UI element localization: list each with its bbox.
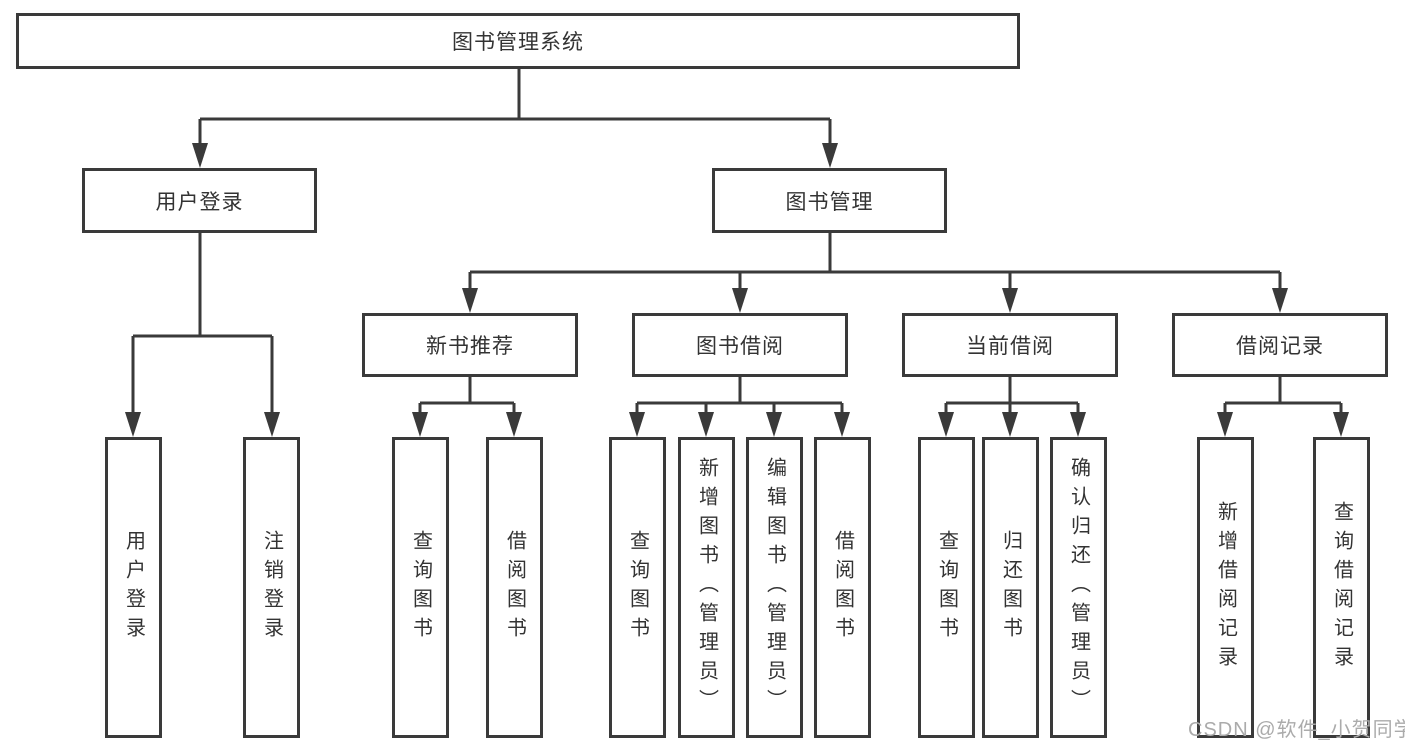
csdn-watermark: CSDN @软件_小贺同学	[1188, 719, 1405, 741]
node-new-book-recommend: 新书推荐	[362, 313, 578, 377]
leaf-add-borrow-record: 新增借阅记录	[1197, 437, 1254, 738]
leaf-borrow-books: 借阅图书	[814, 437, 871, 738]
node-label: 借阅图书	[831, 529, 854, 646]
node-label: 借阅记录	[1236, 335, 1324, 358]
node-label: 借阅图书	[503, 529, 526, 646]
leaf-add-books-admin: 新增图书（管理员）	[678, 437, 735, 738]
leaf-edit-books-admin: 编辑图书（管理员）	[746, 437, 803, 738]
node-label: 查询图书	[935, 529, 958, 646]
node-label: 查询借阅记录	[1330, 500, 1353, 675]
leaf-query-books-current: 查询图书	[918, 437, 975, 738]
leaf-user-login: 用户登录	[105, 437, 162, 738]
node-current-borrow: 当前借阅	[902, 313, 1118, 377]
node-label: 图书借阅	[696, 335, 784, 358]
node-borrow-records: 借阅记录	[1172, 313, 1388, 377]
leaf-query-books-recommend: 查询图书	[392, 437, 449, 738]
node-label: 新增图书（管理员）	[695, 457, 718, 718]
arrowhead-icons	[125, 143, 1349, 437]
node-label: 确认归还（管理员）	[1067, 457, 1090, 718]
leaf-confirm-return-admin: 确认归还（管理员）	[1050, 437, 1107, 738]
node-label: 查询图书	[626, 529, 649, 646]
leaf-query-borrow-record: 查询借阅记录	[1313, 437, 1370, 738]
node-label: 新书推荐	[426, 335, 514, 358]
node-label: 当前借阅	[966, 335, 1054, 358]
node-label: 图书管理	[785, 190, 874, 214]
node-label: 查询图书	[409, 529, 432, 646]
leaf-logout: 注销登录	[243, 437, 300, 738]
node-user-login: 用户登录	[82, 168, 317, 233]
node-label: 新增借阅记录	[1214, 500, 1237, 675]
node-label: 用户登录	[122, 529, 145, 646]
leaf-query-books-borrow: 查询图书	[609, 437, 666, 738]
node-label: 图书管理系统	[452, 31, 584, 54]
node-label: 用户登录	[155, 190, 244, 214]
node-book-borrow: 图书借阅	[632, 313, 848, 377]
node-book-management: 图书管理	[712, 168, 947, 233]
node-label: 归还图书	[999, 529, 1022, 646]
leaf-borrow-books-recommend: 借阅图书	[486, 437, 543, 738]
node-label: 注销登录	[260, 529, 283, 646]
node-label: 编辑图书（管理员）	[763, 457, 786, 718]
leaf-return-books: 归还图书	[982, 437, 1039, 738]
node-root-system: 图书管理系统	[16, 13, 1020, 69]
